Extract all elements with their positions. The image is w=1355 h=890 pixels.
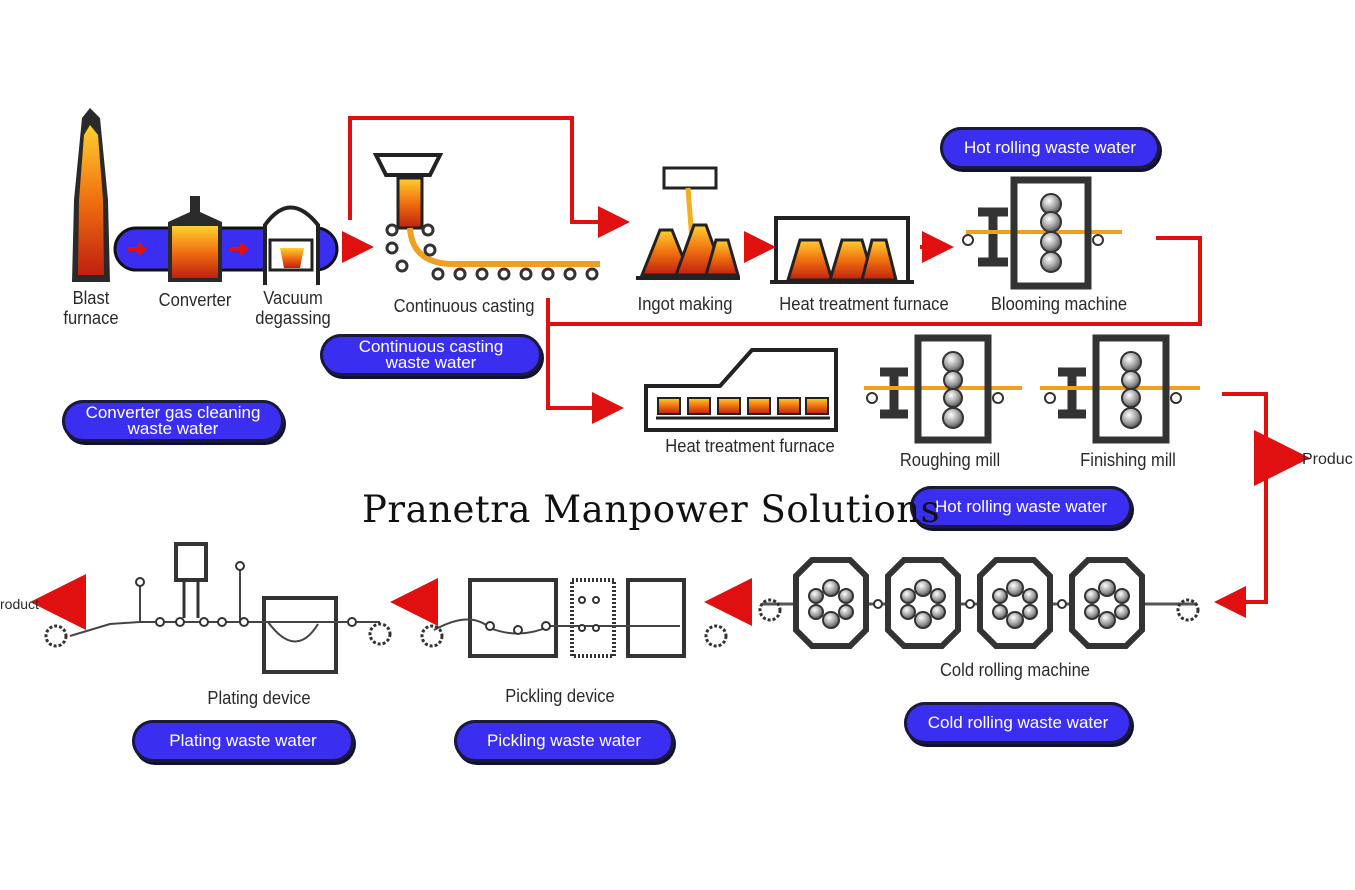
blooming-machine-label: Blooming machine bbox=[990, 294, 1128, 314]
cold-rolling-waste-water-pill: Cold rolling waste water bbox=[904, 702, 1132, 744]
company-watermark: Pranetra Manpower Solutions bbox=[362, 488, 941, 531]
pickling-waste-water-pill: Pickling waste water bbox=[454, 720, 674, 762]
continuous-casting-label: Continuous casting bbox=[393, 296, 535, 316]
ingot-making-icon bbox=[636, 166, 740, 280]
plating-device-label: Plating device bbox=[207, 688, 311, 708]
hot-rolling-waste-water-pill-mid: Hot rolling waste water bbox=[910, 486, 1132, 528]
blast-furnace-label: Blast furnace bbox=[63, 288, 119, 328]
pickling-device-icon bbox=[420, 578, 728, 658]
heat-treatment-furnace-icon bbox=[770, 216, 914, 284]
plating-waste-water-pill: Plating waste water bbox=[132, 720, 354, 762]
continuous-casting-icon bbox=[372, 153, 600, 281]
product-right-label: Produc bbox=[1302, 451, 1353, 468]
blooming-machine-icon bbox=[962, 176, 1122, 290]
heat-treatment-furnace-2-icon bbox=[644, 348, 838, 432]
vacuum-degassing-icon bbox=[263, 205, 320, 285]
plating-device-icon bbox=[44, 542, 392, 674]
roughing-mill-icon bbox=[864, 334, 1022, 444]
converter-icon bbox=[168, 196, 222, 282]
hot-rolling-waste-water-pill-top: Hot rolling waste water bbox=[940, 127, 1160, 169]
pickling-device-label: Pickling device bbox=[505, 686, 615, 706]
roughing-mill-label: Roughing mill bbox=[899, 450, 1001, 470]
cold-rolling-machine-icon bbox=[758, 557, 1200, 649]
heat-treatment-furnace-label: Heat treatment furnace bbox=[779, 294, 949, 314]
vacuum-degassing-label: Vacuum degassing bbox=[255, 288, 331, 328]
flow-lines bbox=[30, 116, 1310, 630]
heat-treatment-furnace-2-label: Heat treatment furnace bbox=[665, 436, 835, 456]
ingot-making-label: Ingot making bbox=[637, 294, 733, 314]
finishing-mill-label: Finishing mill bbox=[1080, 450, 1176, 470]
finishing-mill-icon bbox=[1040, 334, 1200, 444]
product-left-label: roduct bbox=[0, 596, 39, 612]
blast-furnace-icon bbox=[72, 108, 110, 282]
converter-label: Converter bbox=[158, 290, 232, 310]
cold-rolling-machine-label: Cold rolling machine bbox=[939, 660, 1091, 680]
